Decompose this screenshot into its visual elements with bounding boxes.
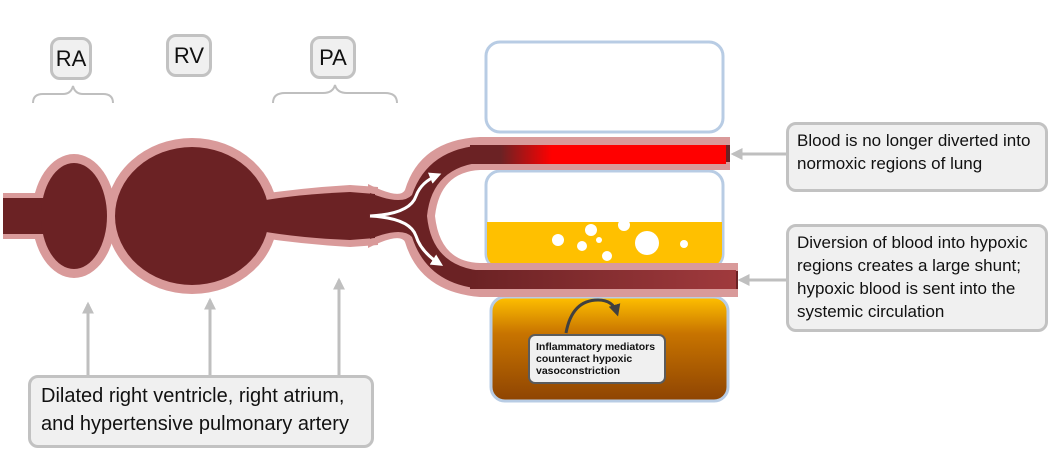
right-heart-vessel xyxy=(3,137,738,297)
dilated-heart-callout: Dilated right ventricle, right atrium, a… xyxy=(28,375,374,448)
pa-label: PA xyxy=(310,36,356,79)
bubble xyxy=(596,237,602,243)
shunt-capillary xyxy=(470,270,736,289)
ra-label: RA xyxy=(50,37,92,80)
bubble xyxy=(585,224,597,236)
bubble xyxy=(618,219,630,231)
hypoxic-callout: Diversion of blood into hypoxic regions … xyxy=(786,224,1048,332)
rv-label: RV xyxy=(166,34,212,77)
flow-arrow-lower xyxy=(369,214,444,266)
bubble xyxy=(635,231,659,255)
normoxic-callout: Blood is no longer diverted into normoxi… xyxy=(786,122,1048,192)
bubble xyxy=(552,234,564,246)
bubble xyxy=(577,241,587,251)
oxygenated-capillary xyxy=(470,145,726,164)
mediator-arrow xyxy=(564,298,621,334)
inflammatory-mediators-callout: Inflammatory mediators counteract hypoxi… xyxy=(528,334,666,384)
flow-arrow-upper xyxy=(369,172,442,218)
ra-bracket xyxy=(32,85,114,104)
upper-alveolus xyxy=(484,40,725,134)
bubble xyxy=(602,251,612,261)
pa-bracket xyxy=(272,84,398,104)
bubble xyxy=(680,240,688,248)
